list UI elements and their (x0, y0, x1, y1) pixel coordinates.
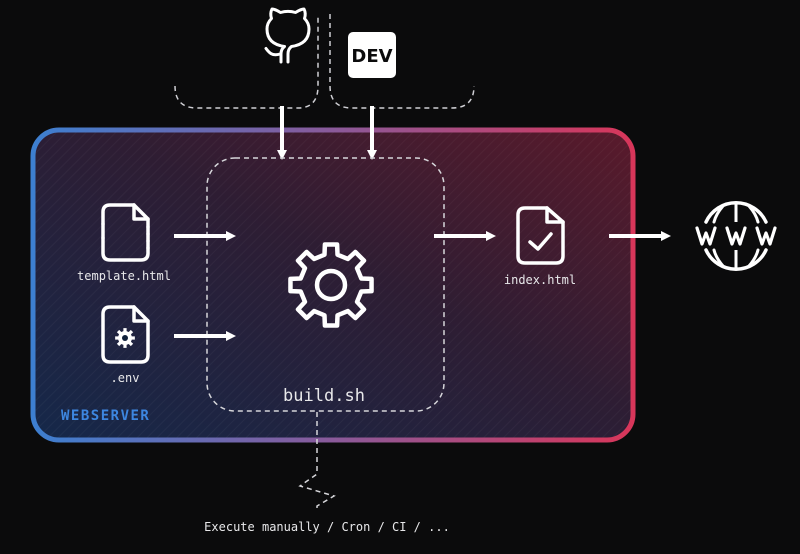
index-label: index.html (504, 273, 576, 287)
dev-logo-text: DEV (351, 46, 392, 67)
source-divider-github (174, 14, 319, 109)
dev-logo: DEV (348, 32, 396, 78)
webserver-box (30, 127, 636, 443)
checked-document-icon (516, 206, 565, 265)
small-gear-icon (115, 328, 135, 348)
template-document-dots (101, 222, 150, 250)
template-document-icon (101, 203, 150, 262)
template-label: template.html (77, 269, 171, 283)
github-icon (264, 7, 311, 64)
env-label: .env (111, 371, 140, 385)
trigger-label: Execute manually / Cron / CI / ... (204, 520, 450, 534)
gear-icon (288, 242, 374, 328)
trigger-connector (298, 412, 336, 512)
www-globe-icon (695, 201, 777, 271)
settings-document-icon (101, 305, 150, 364)
build-label: build.sh (283, 386, 365, 406)
build-box (206, 157, 445, 412)
webserver-label: WEBSERVER (61, 408, 150, 424)
